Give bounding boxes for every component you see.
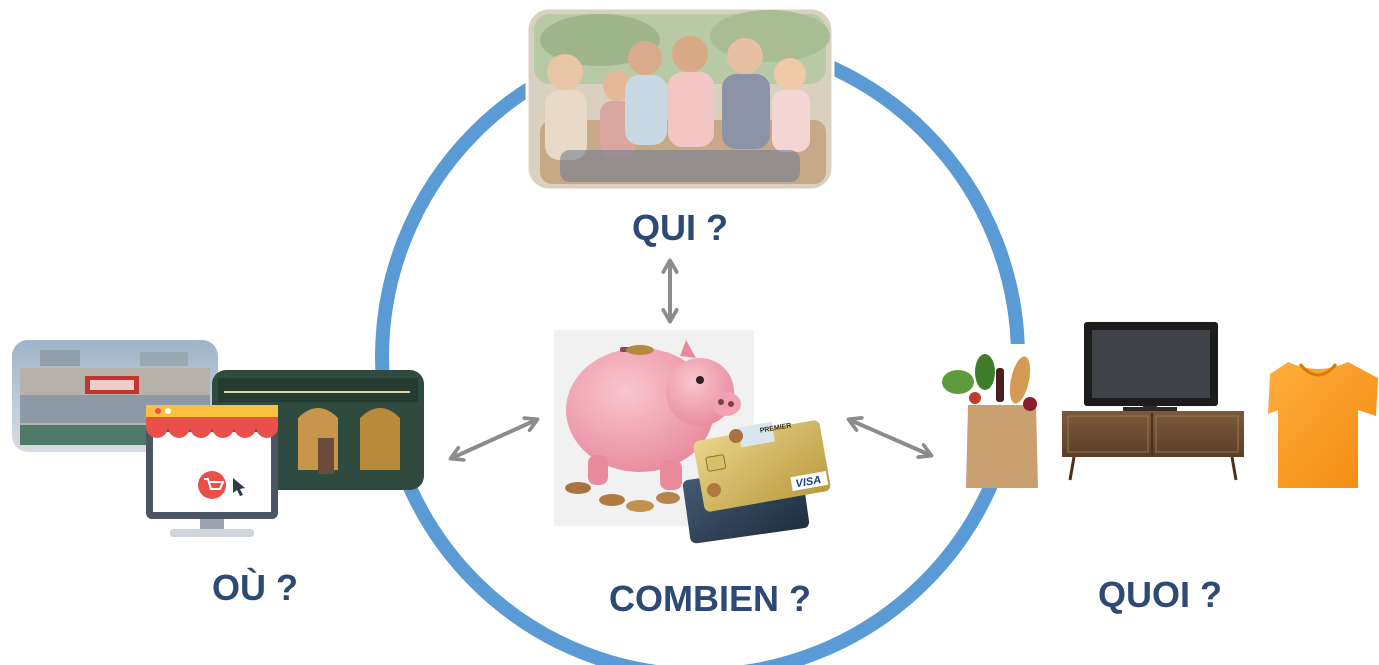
card-brand-text: VISA	[795, 474, 822, 490]
who-label: QUI ?	[632, 207, 728, 248]
online-shop-icon	[146, 405, 278, 537]
arrow-where-howmuch	[452, 420, 536, 458]
grocery-bag-photo	[934, 344, 1044, 488]
what-label: QUOI ?	[1098, 574, 1222, 615]
where-label: OÙ ?	[212, 567, 298, 608]
t-shirt-photo	[1268, 362, 1378, 488]
tv-stand-photo	[1062, 322, 1244, 481]
arrow-howmuch-what	[850, 420, 930, 455]
family-photo	[525, 6, 835, 192]
how-much-label: COMBIEN ?	[609, 578, 811, 619]
bank-cards-photo: PREMIER VISA	[682, 420, 831, 544]
